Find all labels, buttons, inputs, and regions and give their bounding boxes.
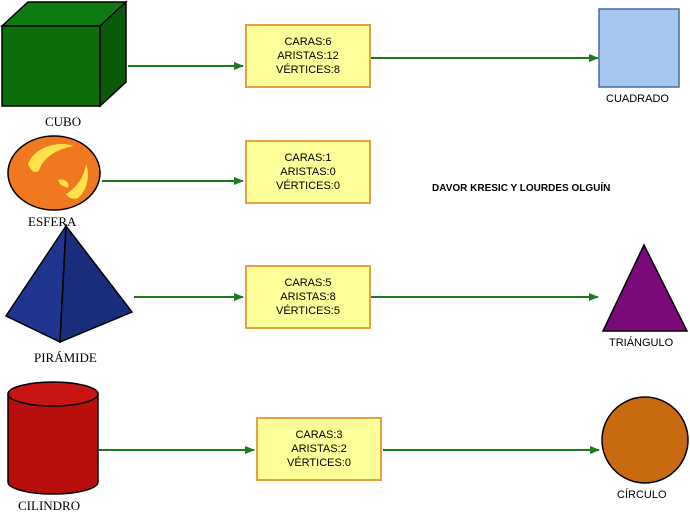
- properties-box-cubo: CARAS:6 ARISTAS:12 VÉRTICES:8: [245, 24, 371, 88]
- label-cuadrado: CUADRADO: [606, 93, 669, 105]
- pyramid-icon: [4, 224, 134, 344]
- prop-caras: CARAS:6: [284, 36, 332, 48]
- prop-aristas: ARISTAS:12: [277, 50, 339, 62]
- prop-vertices: VÉRTICES:0: [287, 457, 351, 469]
- prop-vertices: VÉRTICES:0: [276, 180, 340, 192]
- triangle-icon: [601, 243, 689, 332]
- prop-caras: CARAS:3: [295, 429, 343, 441]
- label-triangulo: TRIÁNGULO: [609, 337, 674, 349]
- label-circulo: CÍRCULO: [617, 489, 667, 501]
- prop-caras: CARAS:1: [284, 152, 332, 164]
- label-cubo: CUBO: [45, 114, 82, 129]
- prop-aristas: ARISTAS:2: [291, 443, 347, 455]
- cylinder-icon: [7, 381, 99, 495]
- prop-caras: CARAS:5: [284, 277, 332, 289]
- circle-icon: [601, 396, 689, 484]
- prop-aristas: ARISTAS:0: [280, 166, 336, 178]
- label-esfera: ESFERA: [28, 214, 77, 229]
- properties-box-cilindro: CARAS:3 ARISTAS:2 VÉRTICES:0: [256, 417, 382, 481]
- label-cilindro: CILINDRO: [18, 498, 81, 513]
- label-piramide: PIRÁMIDE: [34, 350, 97, 365]
- properties-box-piramide: CARAS:5 ARISTAS:8 VÉRTICES:5: [245, 265, 371, 329]
- prop-vertices: VÉRTICES:5: [276, 305, 340, 317]
- prop-vertices: VÉRTICES:8: [276, 64, 340, 76]
- square-icon: [598, 8, 680, 88]
- prop-aristas: ARISTAS:8: [280, 291, 336, 303]
- authors-caption: DAVOR KRESIC Y LOURDES OLGUÍN: [432, 183, 611, 194]
- sphere-icon: [7, 135, 101, 211]
- properties-box-esfera: CARAS:1 ARISTAS:0 VÉRTICES:0: [245, 140, 371, 204]
- cube-icon: [0, 0, 128, 108]
